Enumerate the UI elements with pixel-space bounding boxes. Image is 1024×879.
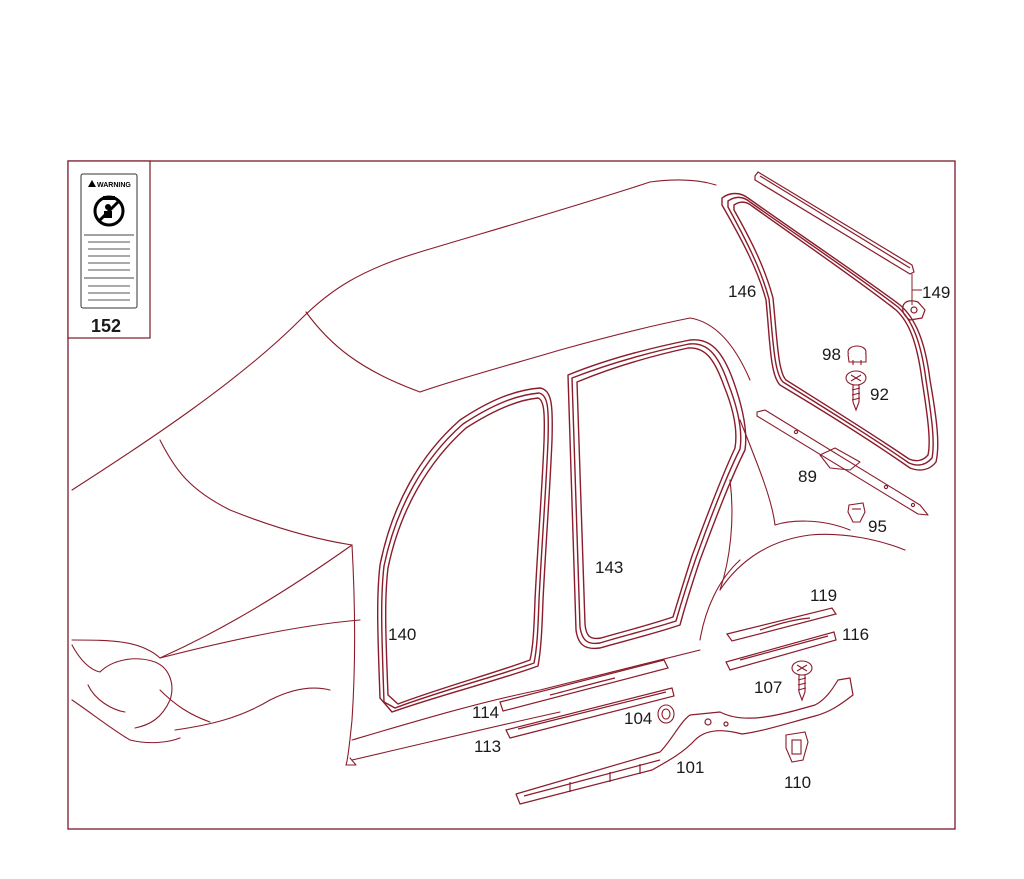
rear-door-seal bbox=[567, 339, 747, 650]
callout-116: 116 bbox=[842, 625, 869, 644]
rear-quarter-seal bbox=[721, 192, 939, 471]
callout-114: 114 bbox=[472, 703, 499, 722]
callout-119: 119 bbox=[810, 586, 837, 605]
diagram-frame bbox=[67, 160, 956, 830]
vehicle-body-outline bbox=[71, 179, 906, 766]
callout-146: 146 bbox=[728, 282, 756, 301]
rocker-trim-101 bbox=[515, 677, 854, 805]
clip-110 bbox=[785, 731, 809, 763]
warning-label-inset: WARNING 152 bbox=[67, 160, 151, 339]
callout-140: 140 bbox=[388, 625, 416, 644]
callout-98: 98 bbox=[822, 345, 841, 364]
roof-rail-trim bbox=[754, 171, 926, 321]
rear-panel-trim bbox=[756, 409, 929, 516]
callout-113: 113 bbox=[474, 737, 501, 756]
callout-149: 149 bbox=[922, 283, 950, 302]
screw-107 bbox=[791, 660, 813, 702]
clip-98 bbox=[847, 345, 867, 365]
grommet-104 bbox=[657, 704, 675, 724]
callout-92: 92 bbox=[870, 385, 889, 404]
front-door-seal bbox=[376, 387, 553, 713]
no-child-seat-icon bbox=[93, 195, 125, 227]
callout-101: 101 bbox=[676, 758, 704, 777]
callout-89: 89 bbox=[798, 467, 817, 486]
screw-92 bbox=[845, 370, 867, 412]
clip-95 bbox=[847, 502, 866, 523]
warning-text: WARNING bbox=[97, 182, 131, 189]
callout-152: 152 bbox=[91, 316, 121, 336]
callout-95: 95 bbox=[868, 517, 887, 536]
sill-plate-116 bbox=[725, 631, 837, 671]
callout-107: 107 bbox=[754, 678, 782, 697]
callout-104: 104 bbox=[624, 709, 652, 728]
sill-plate-119 bbox=[725, 607, 837, 642]
callout-110: 110 bbox=[784, 773, 811, 792]
sill-plate-113 bbox=[505, 687, 675, 739]
sill-plate-114 bbox=[499, 659, 669, 712]
callout-143: 143 bbox=[595, 558, 623, 577]
